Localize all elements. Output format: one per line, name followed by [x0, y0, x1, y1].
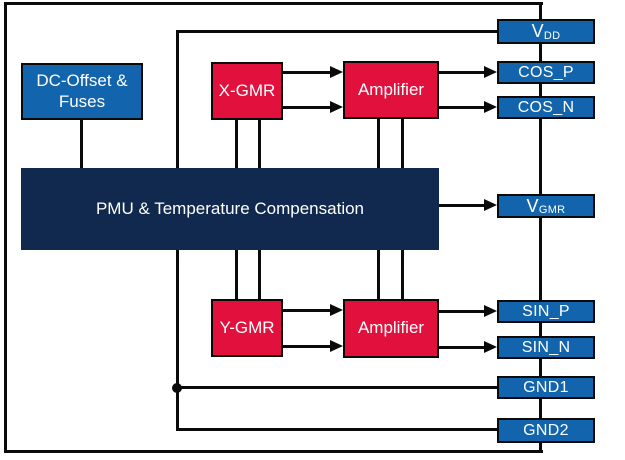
block-amplifier-top: Amplifier — [343, 61, 439, 119]
wire-outer-bottom — [4, 450, 543, 453]
arrowhead-ygmr-amp-2 — [330, 340, 343, 352]
wire-dcoffset-pmu — [80, 120, 83, 168]
wire-xgmr-pmu-1 — [235, 120, 238, 168]
wire-pmu-ygmr-2 — [258, 250, 261, 299]
block-amplifier-bottom: Amplifier — [343, 299, 439, 358]
arrowhead-amp-cosp — [484, 66, 497, 78]
block-label: Amplifier — [357, 79, 425, 99]
arrowhead-amp-cosn — [484, 101, 497, 113]
arrow-amp-sinp — [439, 310, 484, 313]
arrow-amp-cosp — [439, 71, 484, 74]
pin-label: SIN_P — [522, 302, 570, 320]
wire-pmu-ampbot-2 — [401, 250, 404, 299]
arrowhead-xgmr-amp-2 — [330, 101, 343, 113]
pin-label-subscript: GMR — [538, 204, 566, 216]
pin-sin-n: SIN_N — [497, 336, 595, 359]
arrow-pmu-vgmr — [439, 204, 484, 207]
block-label: DC-Offset & — [36, 70, 128, 90]
wire-xgmr-pmu-2 — [258, 120, 261, 168]
arrow-ygmr-amp-2 — [283, 345, 330, 348]
block-pmu: PMU & Temperature Compensation — [21, 168, 439, 250]
pin-label: V — [531, 21, 544, 41]
arrow-xgmr-amp-2 — [283, 106, 330, 109]
junction-dot — [172, 383, 182, 393]
wire-amptop-pmu-1 — [377, 119, 380, 168]
pin-label-subscript: DD — [543, 29, 561, 42]
block-dc-offset-fuses: DC-Offset & Fuses — [21, 63, 143, 120]
pin-cos-p: COS_P — [497, 61, 595, 84]
pin-gnd1: GND1 — [497, 376, 595, 399]
pin-label: COS_N — [517, 98, 575, 116]
block-label: Fuses — [58, 91, 106, 111]
pin-label: SIN_N — [521, 338, 571, 356]
block-label: Y-GMR — [219, 317, 275, 337]
block-label: X-GMR — [218, 80, 276, 100]
arrow-ygmr-amp-1 — [283, 309, 330, 312]
block-y-gmr: Y-GMR — [211, 299, 283, 357]
wire-gnd1-tap — [176, 386, 499, 389]
block-label: Amplifier — [357, 318, 425, 338]
wire-amptop-pmu-2 — [401, 119, 404, 168]
wire-pmu-ampbot-1 — [377, 250, 380, 299]
wire-outer-top — [4, 2, 543, 5]
arrowhead-amp-sinn — [484, 341, 497, 353]
wire-pin-rail — [539, 2, 542, 453]
wire-vdd-tap — [176, 30, 499, 33]
wire-pmu-ygmr-1 — [235, 250, 238, 299]
wire-outer-left — [4, 2, 7, 453]
wire-gnd2-tap — [176, 428, 499, 431]
pin-label: GND2 — [523, 421, 569, 439]
block-label: PMU & Temperature Compensation — [95, 198, 365, 218]
arrow-amp-sinn — [439, 346, 484, 349]
pin-label: GND1 — [523, 378, 569, 396]
pin-cos-n: COS_N — [497, 96, 595, 119]
arrowhead-amp-sinp — [484, 305, 497, 317]
pin-gnd2: GND2 — [497, 418, 595, 443]
pin-label: V — [526, 195, 539, 216]
arrow-amp-cosn — [439, 106, 484, 109]
pin-label: COS_P — [518, 63, 574, 81]
arrowhead-ygmr-amp-1 — [330, 304, 343, 316]
arrowhead-pmu-vgmr — [484, 199, 497, 211]
pin-sin-p: SIN_P — [497, 300, 595, 323]
block-x-gmr: X-GMR — [211, 62, 283, 120]
arrow-xgmr-amp-1 — [283, 71, 330, 74]
arrowhead-xgmr-amp-1 — [330, 66, 343, 78]
